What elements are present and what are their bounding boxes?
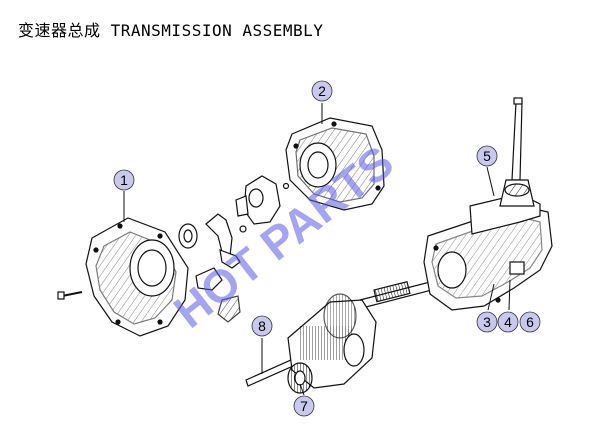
page-title: 变速器总成 TRANSMISSION ASSEMBLY <box>18 21 324 40</box>
gear-train-part <box>245 281 433 394</box>
callout-4: 4 <box>497 311 519 333</box>
callout-label: 4 <box>504 314 512 330</box>
callout-label: 1 <box>120 172 128 188</box>
shift-lever-part <box>499 97 535 207</box>
transmission-main-part <box>423 193 553 311</box>
callout-1: 1 <box>113 169 135 191</box>
callout-label: 8 <box>258 318 266 334</box>
release-bearing-part <box>178 223 198 249</box>
callout-2: 2 <box>311 80 333 102</box>
callout-8: 8 <box>251 315 273 337</box>
callout-3: 3 <box>476 311 498 333</box>
callout-label: 3 <box>483 314 491 330</box>
callout-label: 5 <box>483 148 491 164</box>
callout-7: 7 <box>293 395 315 417</box>
leader-lines <box>123 103 511 396</box>
callout-label: 2 <box>318 83 326 99</box>
clutch-housing-part <box>57 217 189 337</box>
front-case-part <box>285 117 385 211</box>
callout-label: 7 <box>300 398 308 414</box>
bearing-retainer-part <box>195 175 281 323</box>
callout-6: 6 <box>519 311 541 333</box>
callout-label: 6 <box>526 314 534 330</box>
callout-5: 5 <box>476 145 498 167</box>
